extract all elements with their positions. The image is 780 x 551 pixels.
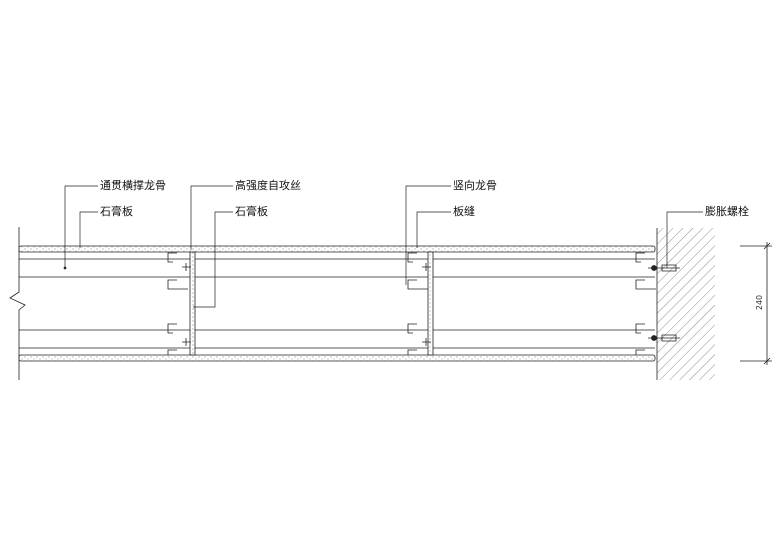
joint-board-1	[189, 251, 196, 356]
gypsum-board-top	[18, 245, 656, 253]
concrete-wall	[657, 228, 715, 380]
dimension-line	[740, 242, 772, 365]
label-through-stud: 通贯横撑龙骨	[100, 179, 166, 192]
dimension-text: 240	[755, 294, 765, 311]
break-line	[9, 227, 26, 380]
gypsum-board-bottom	[18, 354, 656, 362]
label-gypsum-board-left: 石膏板	[100, 205, 133, 218]
label-vertical-stud: 竖向龙骨	[453, 179, 497, 192]
screw	[182, 263, 431, 346]
label-self-tapping-screw: 高强度自攻丝	[235, 179, 301, 192]
leader-lines	[63, 185, 703, 308]
channels	[167, 252, 656, 355]
label-expansion-bolt: 膨胀螺栓	[705, 205, 749, 218]
expansion-bolt-icon	[648, 264, 680, 342]
label-board-joint: 板缝	[453, 205, 475, 218]
label-gypsum-board-mid: 石膏板	[235, 205, 268, 218]
joint-board-2	[427, 251, 434, 356]
